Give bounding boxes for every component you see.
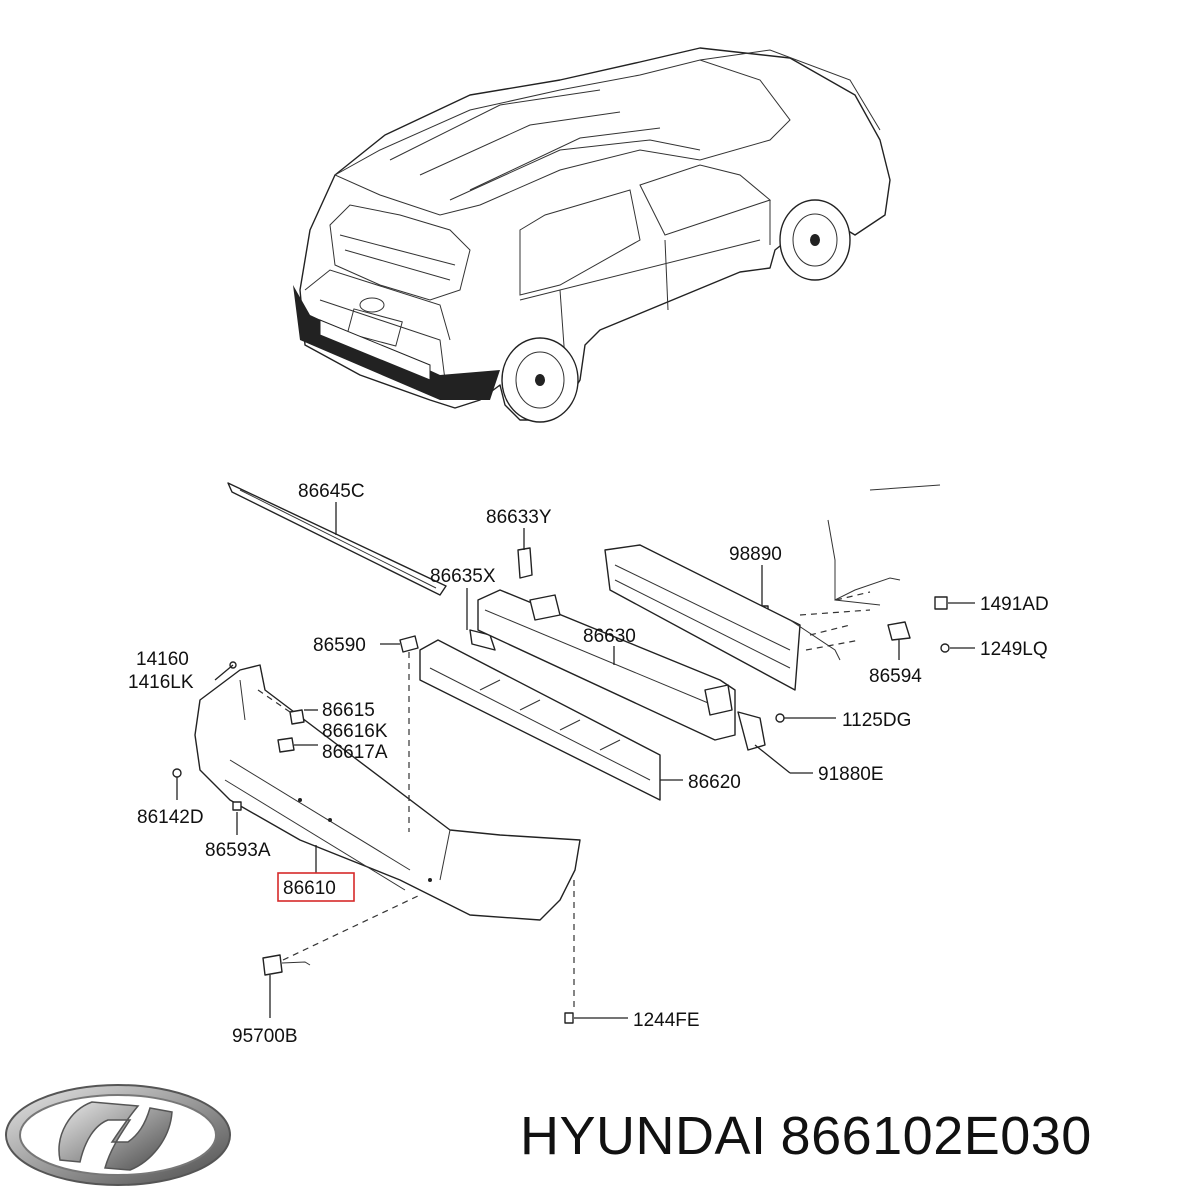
callout-86590: 86590 bbox=[313, 635, 366, 656]
callout-86620: 86620 bbox=[688, 772, 741, 793]
callout-86610: 86610 bbox=[283, 878, 336, 899]
part-91880e-connector bbox=[737, 711, 766, 751]
callout-86594: 86594 bbox=[869, 666, 922, 687]
callout-86635x: 86635X bbox=[430, 566, 496, 587]
part-86645c-trim-strip bbox=[227, 482, 447, 596]
callout-1244fe: 1244FE bbox=[633, 1010, 700, 1031]
callout-86615: 86615 bbox=[322, 700, 375, 721]
callout-86633y: 86633Y bbox=[486, 507, 552, 528]
callout-86593a: 86593A bbox=[205, 840, 271, 861]
callout-98890: 98890 bbox=[729, 544, 782, 565]
part-1125dg-bolt bbox=[775, 713, 785, 723]
part-86620-absorber bbox=[419, 639, 661, 801]
hyundai-logo-icon bbox=[5, 1084, 231, 1186]
part-upper-carrier bbox=[604, 544, 801, 691]
assembly-dashed-lines bbox=[257, 591, 871, 1010]
callout-86142d: 86142D bbox=[137, 807, 204, 828]
callout-labels: 86645C 86633Y 98890 86635X 1491AD 86590 … bbox=[128, 481, 1049, 1047]
callout-86617a: 86617A bbox=[322, 742, 388, 763]
part-86593a-clip bbox=[232, 801, 242, 811]
callout-1249lq: 1249LQ bbox=[980, 639, 1048, 660]
callout-86630: 86630 bbox=[583, 626, 636, 647]
callout-1416lk: 1416LK bbox=[128, 672, 194, 693]
part-body-panel bbox=[789, 484, 941, 661]
callout-1491ad: 1491AD bbox=[980, 594, 1049, 615]
callout-95700b: 95700B bbox=[232, 1026, 298, 1047]
leader-lines bbox=[176, 502, 975, 1019]
part-1249lq-screw bbox=[940, 643, 950, 653]
callout-86645c: 86645C bbox=[298, 481, 365, 502]
part-86590-clip bbox=[399, 635, 419, 653]
part-95700b-sensor bbox=[262, 954, 311, 976]
part-86142d-screw bbox=[172, 768, 182, 778]
part-86633y-clip bbox=[517, 547, 533, 579]
part-86610-bumper-cover bbox=[194, 664, 581, 921]
brand-name: HYUNDAI bbox=[520, 1106, 767, 1166]
part-1244fe-screw bbox=[564, 1012, 574, 1024]
vehicle-illustration bbox=[293, 47, 891, 423]
callout-86616k: 86616K bbox=[322, 721, 388, 742]
part-86594-bracket bbox=[887, 621, 911, 641]
part-86630-rear-beam bbox=[477, 589, 736, 741]
callout-14160: 14160 bbox=[136, 649, 189, 670]
callout-1125dg: 1125DG bbox=[842, 710, 911, 731]
highlight-box-86610 bbox=[277, 872, 355, 902]
part-86615-brackets bbox=[277, 709, 305, 753]
part-1491ad-nut bbox=[934, 596, 948, 610]
part-number: 866102E030 bbox=[780, 1106, 1092, 1166]
callout-91880e: 91880E bbox=[818, 764, 884, 785]
